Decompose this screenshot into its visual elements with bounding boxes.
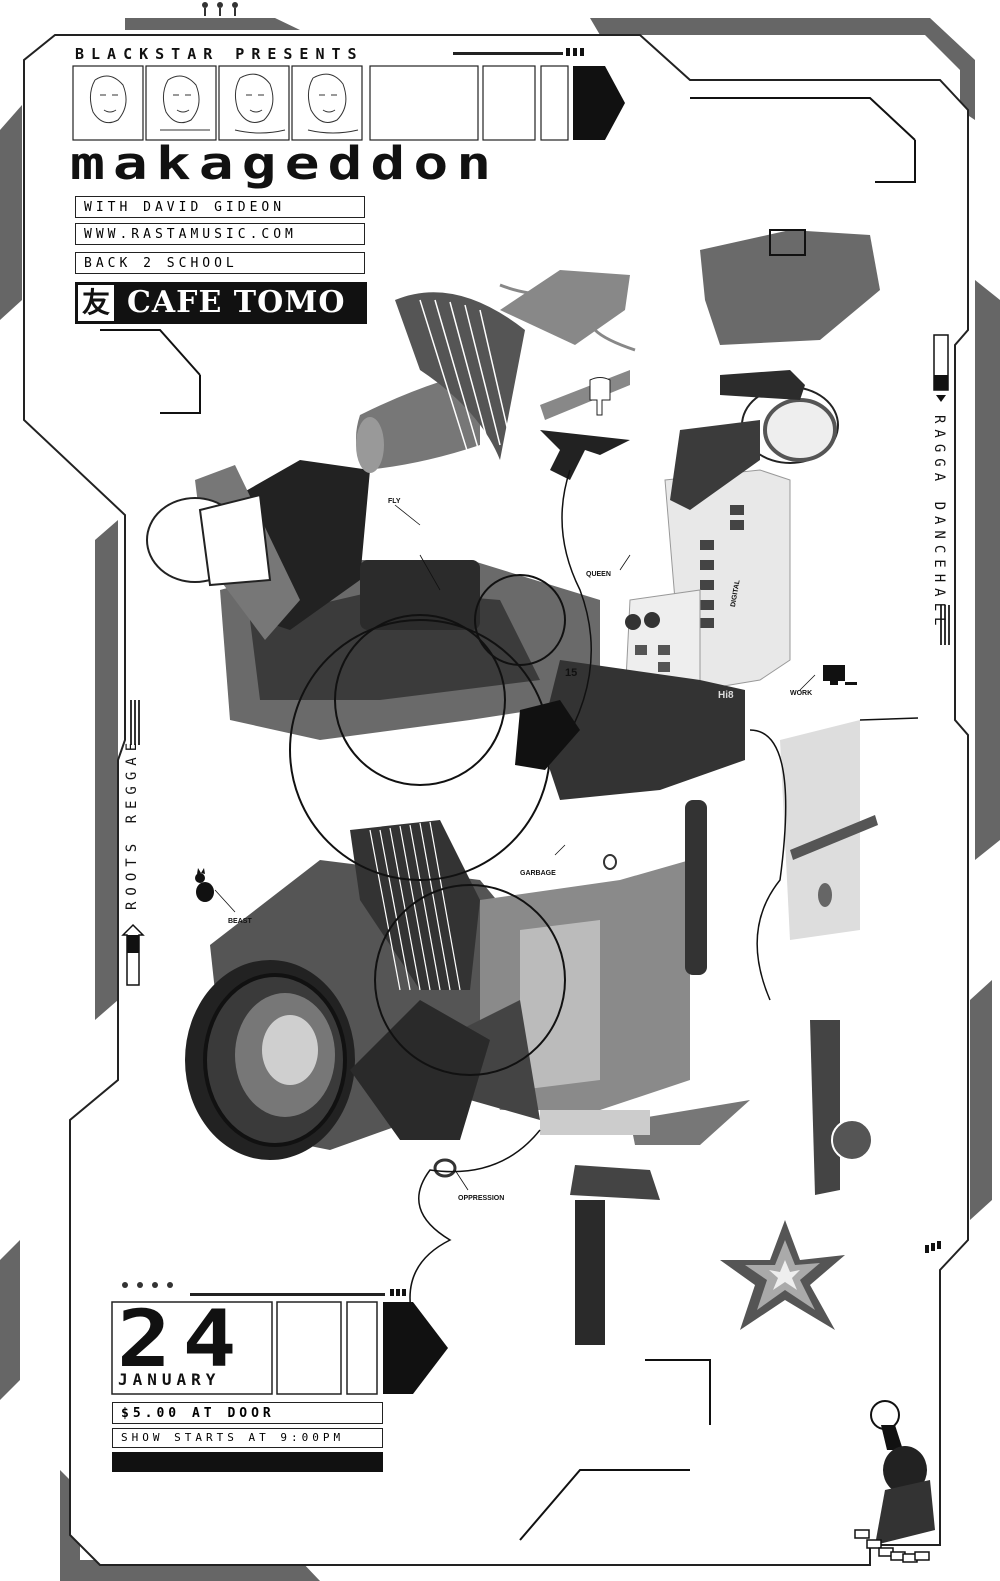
work-annotation: WORK	[790, 690, 813, 697]
bottom-black-bar	[112, 1452, 383, 1472]
left-genre: ROOTS REGGAE	[124, 736, 140, 910]
dancer-figures	[122, 2, 238, 1288]
garbage-annotation: GARBAGE	[520, 870, 556, 877]
camera-illustration	[146, 229, 919, 1345]
face-sketches	[89, 73, 359, 134]
show-time: SHOW STARTS AT 9:00PM	[112, 1428, 383, 1448]
ticket-price: $5.00 AT DOOR	[112, 1402, 383, 1424]
website-line: WWW.RASTAMUSIC.COM	[75, 223, 365, 245]
fly-annotation: FLY	[388, 498, 401, 505]
cat-silhouette	[195, 868, 214, 902]
left-strip	[121, 700, 145, 986]
corner-arrows	[100, 97, 916, 1541]
beast-annotation: BEAST	[228, 918, 252, 925]
hi8-label: Hi8	[718, 690, 734, 701]
monitor-icon	[823, 665, 857, 685]
right-genre: RAGGA DANCEHALL	[931, 415, 947, 632]
presenter-line: BLACKSTAR PRESENTS	[75, 45, 364, 63]
oppression-annotation: OPPRESSION	[458, 1195, 505, 1202]
frame-shapes	[0, 18, 1000, 1581]
event-title: makageddon	[70, 136, 500, 190]
queen-annotation: QUEEN	[586, 571, 611, 578]
panel-outline	[23, 34, 969, 1566]
lineup-line: WITH DAVID GIDEON	[75, 196, 365, 218]
theme-line: BACK 2 SCHOOL	[75, 252, 365, 274]
raised-fist-figure	[854, 1400, 935, 1563]
event-day: 24	[117, 1295, 249, 1385]
right-strip	[925, 334, 950, 1253]
venue-logo-icon: 友	[78, 285, 114, 321]
venue-name: CAFE TOMO	[127, 285, 346, 320]
venue-banner: 友 CAFE TOMO	[75, 282, 367, 324]
event-month: JANUARY	[118, 1370, 221, 1389]
thumbnail-strip	[72, 65, 569, 141]
dial-number: 15	[565, 667, 578, 679]
date-block	[111, 1301, 378, 1395]
crystal-star	[720, 1220, 845, 1330]
arrow-block-top	[573, 66, 625, 140]
